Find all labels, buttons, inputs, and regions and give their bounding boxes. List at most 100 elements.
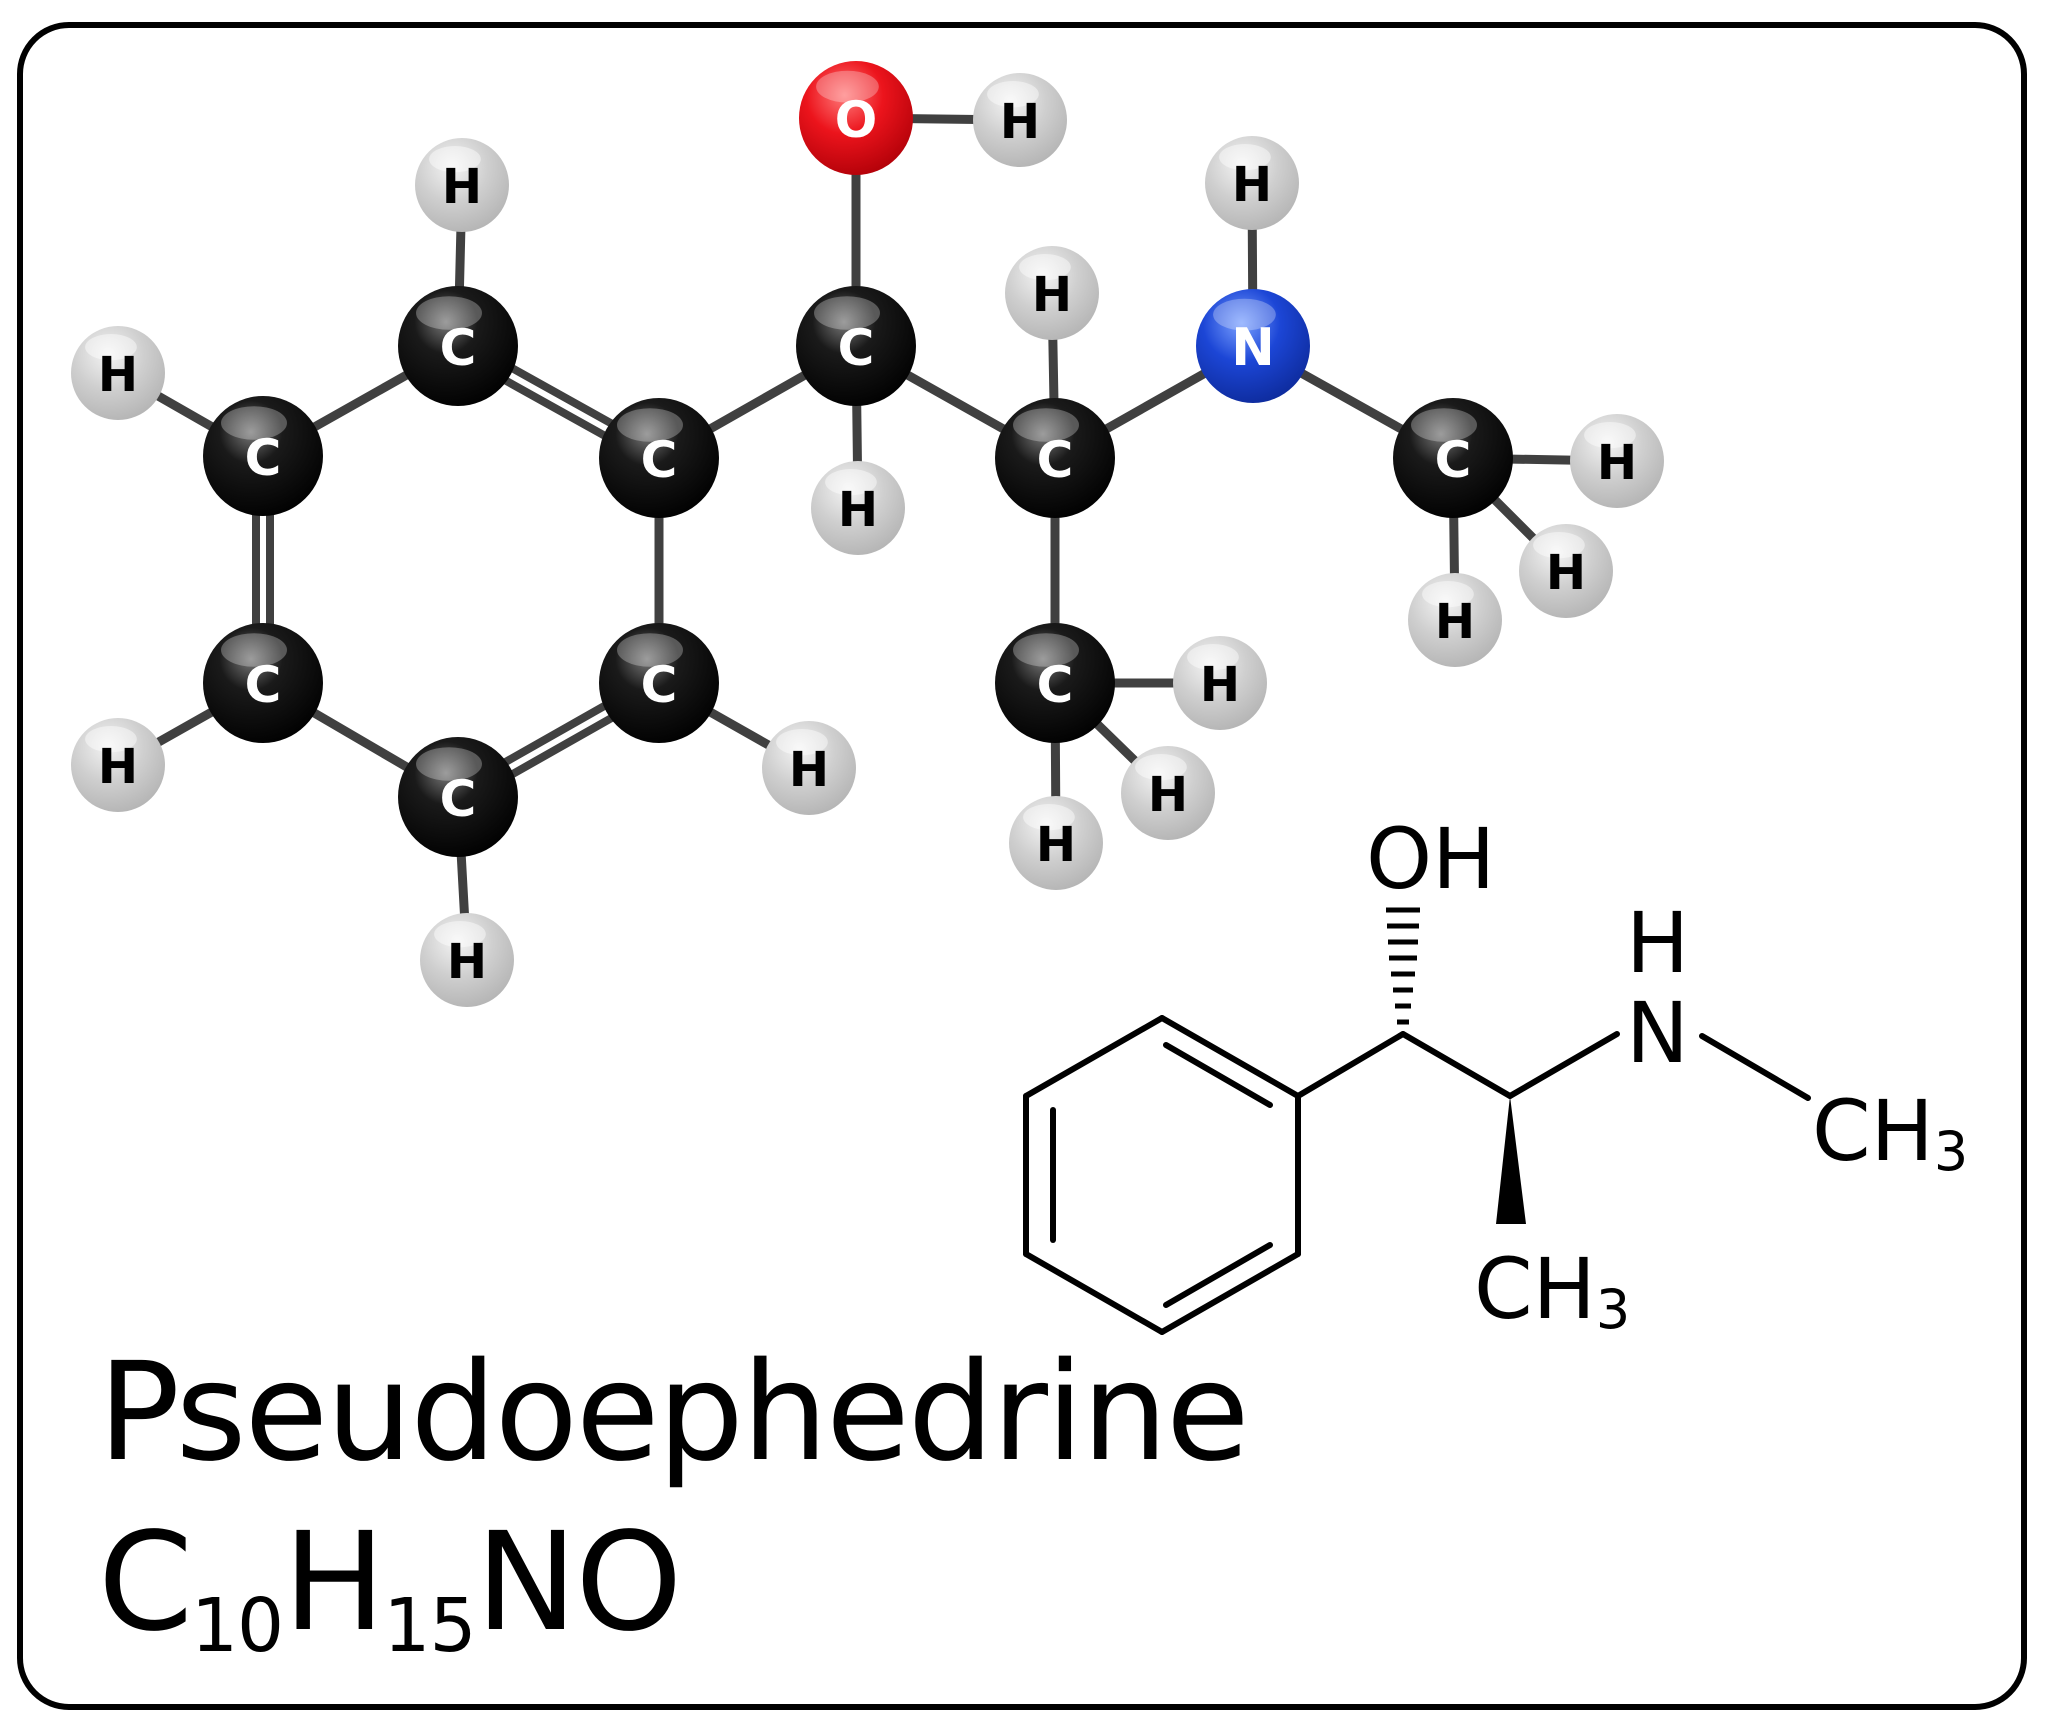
atom-sphere: [1519, 524, 1613, 618]
atom-c: C: [398, 286, 518, 406]
skeletal-h-label: H: [1626, 894, 1689, 992]
atom-h: H: [1519, 524, 1613, 618]
atom-n: N: [1196, 289, 1310, 403]
skeletal-bond: [1023, 1015, 1165, 1099]
atom-h: H: [1205, 136, 1299, 230]
atom-highlight: [1023, 803, 1075, 831]
atom-highlight: [429, 145, 481, 173]
formula-subscript: 15: [383, 1583, 476, 1669]
skeletal-inner-double-bond: [1163, 1042, 1273, 1108]
atom-label: H: [1546, 545, 1586, 601]
atom-label: C: [440, 770, 477, 828]
skeletal-bond: [1507, 1031, 1620, 1099]
atom-sphere: [995, 398, 1115, 518]
atom-h: H: [1005, 246, 1099, 340]
atom-label: C: [1037, 656, 1074, 714]
skeletal-structure: [1023, 1015, 1811, 1335]
atom-highlight: [816, 70, 879, 103]
atom-sphere: [762, 721, 856, 815]
atom-h: H: [1121, 746, 1215, 840]
atom-highlight: [1187, 643, 1239, 671]
atom-highlight: [617, 408, 683, 442]
atom-h: H: [1173, 636, 1267, 730]
atom-highlight: [1411, 408, 1477, 442]
atom-highlight: [1013, 408, 1079, 442]
atom-sphere: [1173, 636, 1267, 730]
atom-label: C: [838, 319, 875, 377]
atom-sphere: [811, 461, 905, 555]
solid-wedge-bond: [1496, 1096, 1526, 1224]
atom-label: H: [1036, 817, 1076, 873]
formula-element: H: [283, 1504, 385, 1662]
atom-sphere: [995, 623, 1115, 743]
atom-highlight: [814, 296, 880, 330]
atom-label: H: [1435, 594, 1475, 650]
atom-sphere: [1009, 796, 1103, 890]
skeletal-n-label: N: [1626, 984, 1689, 1082]
atom-label: H: [1032, 267, 1072, 323]
atom-sphere: [599, 623, 719, 743]
atom-c: C: [203, 396, 323, 516]
atom-sphere: [1121, 746, 1215, 840]
formula-element: C: [98, 1504, 193, 1662]
atom-h: H: [1408, 573, 1502, 667]
atom-h: H: [71, 326, 165, 420]
atom-highlight: [1422, 580, 1474, 608]
atom-label: C: [641, 431, 678, 489]
skeletal-bond: [1295, 1031, 1406, 1099]
atom-sphere: [796, 286, 916, 406]
atom-sphere: [1570, 414, 1664, 508]
skeletal-bond: [1159, 1251, 1301, 1335]
atom-label: C: [440, 319, 477, 377]
hashed-wedge-bond: [1386, 907, 1420, 1025]
skeletal-bond: [1159, 1015, 1301, 1099]
atom-sphere: [398, 737, 518, 857]
atom-h: H: [762, 721, 856, 815]
skeletal-inner-double-bond: [1163, 1242, 1273, 1308]
atom-highlight: [987, 80, 1039, 108]
atom-label: H: [442, 159, 482, 215]
atom-h: H: [1009, 796, 1103, 890]
atom-highlight: [825, 468, 877, 496]
atom-highlight: [221, 633, 287, 667]
atom-c: C: [599, 398, 719, 518]
skeletal-bond: [1023, 1251, 1165, 1335]
atom-h: H: [973, 73, 1067, 167]
atom-sphere: [973, 73, 1067, 167]
atom-sphere: [799, 61, 913, 175]
atom-label: H: [789, 742, 829, 798]
atom-sphere: [1005, 246, 1099, 340]
skeletal-labels: OH H N CH3 CH3: [1366, 810, 1968, 1341]
atom-label: H: [1000, 94, 1040, 150]
atom-label: N: [1231, 318, 1275, 378]
atom-h: H: [420, 913, 514, 1007]
formula-subscript: 10: [190, 1583, 284, 1669]
atom-c: C: [995, 398, 1115, 518]
atom-highlight: [85, 725, 137, 753]
atom-c: C: [796, 286, 916, 406]
atom-sphere: [1205, 136, 1299, 230]
atom-sphere: [420, 913, 514, 1007]
skeletal-ch3-c-label: CH3: [1474, 1240, 1630, 1341]
atom-label: H: [447, 934, 487, 990]
atom-label: H: [1200, 657, 1240, 713]
atom-label: H: [1148, 767, 1188, 823]
atom-highlight: [1219, 143, 1271, 171]
atom-label: H: [838, 482, 878, 538]
atom-c: C: [203, 623, 323, 743]
atom-c: C: [398, 737, 518, 857]
atom-highlight: [434, 920, 486, 948]
atom-label: C: [1435, 431, 1472, 489]
atom-highlight: [776, 728, 828, 756]
atom-sphere: [398, 286, 518, 406]
atom-h: H: [415, 138, 509, 232]
atom-highlight: [1019, 253, 1071, 281]
atom-highlight: [221, 406, 287, 440]
atom-sphere: [1408, 573, 1502, 667]
atom-label: H: [1232, 157, 1272, 213]
atom-sphere: [71, 718, 165, 812]
atom-label: C: [641, 656, 678, 714]
atom-h: H: [71, 718, 165, 812]
